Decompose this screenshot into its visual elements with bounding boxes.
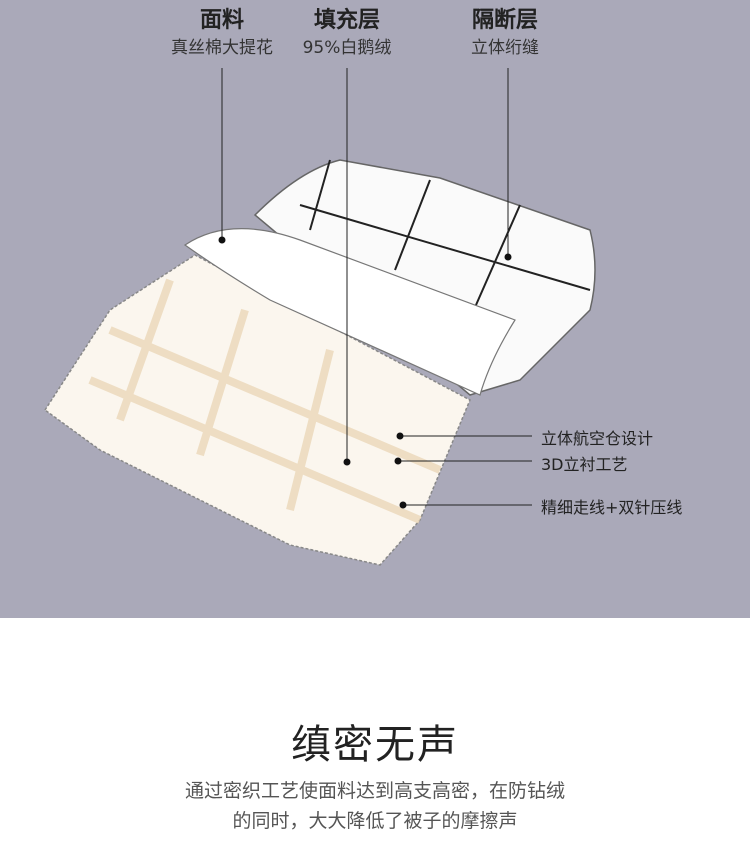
label-filling: 填充层 95%白鹅绒 (303, 6, 392, 60)
label-sub: 立体绗缝 (471, 38, 539, 58)
side-label-stitching: 精细走线+双针压线 (541, 498, 683, 517)
quilt-fabric-layer (183, 228, 516, 396)
label-partition: 隔断层 立体绗缝 (471, 6, 539, 60)
side-label-chamber: 立体航空仓设计 (541, 429, 654, 448)
headline: 缜密无声 (291, 722, 459, 768)
description-line: 通过密织工艺使面料达到高支高密，在防钻绒 (184, 780, 565, 802)
label-sub: 真丝棉大提花 (171, 38, 273, 58)
leader-lines (221, 68, 532, 506)
description: 通过密织工艺使面料达到高支高密，在防钻绒 的同时，大大降低了被子的摩擦声 (0, 776, 750, 836)
label-title: 隔断层 (471, 8, 538, 33)
description-line: 的同时，大大降低了被子的摩擦声 (232, 810, 518, 832)
leader-dots (218, 236, 512, 509)
label-fabric: 面料 真丝棉大提花 (171, 6, 273, 60)
side-label-3d: 3D立衬工艺 (541, 455, 628, 474)
quilt-back-layer (253, 159, 596, 396)
label-title: 填充层 (313, 8, 381, 33)
label-sub: 95%白鹅绒 (302, 38, 392, 58)
label-title: 面料 (199, 8, 244, 33)
quilt-filling-layer (43, 254, 471, 566)
quilt-illustration (43, 68, 596, 566)
